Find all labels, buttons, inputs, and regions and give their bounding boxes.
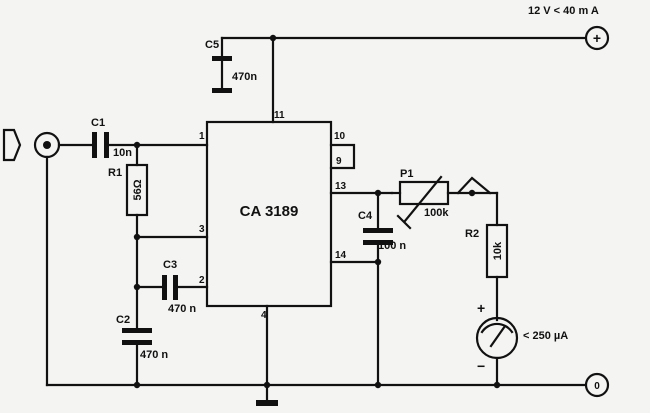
capacitor-c1 <box>92 132 109 158</box>
c2-ground-junction <box>133 381 141 389</box>
pin-10-label: 10 <box>334 131 346 142</box>
c2-value: 470 n <box>140 349 168 361</box>
supply-terminal[interactable]: + <box>584 25 610 51</box>
c4-ref: C4 <box>358 210 373 222</box>
chassis-ground-icon <box>256 400 278 406</box>
ic-body <box>205 120 333 308</box>
pin10-pin9-link <box>329 143 356 170</box>
p1-ref: P1 <box>400 168 413 180</box>
p1-value: 100k <box>424 207 449 219</box>
pin-9-label: 9 <box>336 156 342 167</box>
c2-ref: C2 <box>116 314 130 326</box>
c1-value: 10n <box>113 147 132 159</box>
c3-ref: C3 <box>163 259 177 271</box>
p1-wiper-link <box>456 176 492 195</box>
r2-ref: R2 <box>465 228 479 240</box>
r1-ref: R1 <box>108 167 122 179</box>
c5-value: 470n <box>232 71 257 83</box>
pin4-ground-junction <box>263 381 271 389</box>
input-jack[interactable] <box>33 131 61 159</box>
capacitor-c2 <box>122 328 152 345</box>
pin-2-label: 2 <box>199 275 205 286</box>
capacitor-c3 <box>162 275 178 300</box>
pin-14-label: 14 <box>335 250 347 261</box>
meter-ground-junction <box>493 381 501 389</box>
r2-value: 10k <box>492 241 504 260</box>
ground-terminal-symbol: 0 <box>594 381 600 392</box>
pin-13-label: 13 <box>335 181 347 192</box>
pin-1-label: 1 <box>199 131 205 142</box>
pin-11-label: 11 <box>274 110 285 121</box>
c4-value: 100 n <box>378 240 406 252</box>
capacitor-c4 <box>363 228 393 245</box>
r1-value: 56Ω <box>132 179 144 200</box>
meter-label: < 250 µA <box>523 330 568 342</box>
capacitor-c5 <box>212 36 232 93</box>
supply-label: 12 V < 40 m A <box>528 5 599 17</box>
meter-minus: − <box>477 358 485 374</box>
pin-4-label: 4 <box>261 310 267 321</box>
c3-value: 470 n <box>168 303 196 315</box>
ground-terminal[interactable]: 0 <box>584 372 610 398</box>
c5-ref: C5 <box>205 39 219 51</box>
potentiometer-p1 <box>396 175 450 230</box>
ammeter-icon <box>475 316 519 360</box>
meter-plus: + <box>477 300 485 316</box>
c1-ref: C1 <box>91 117 105 129</box>
ic-name: CA 3189 <box>240 203 299 220</box>
input-arrow-icon <box>2 128 22 162</box>
pin-3-label: 3 <box>199 224 205 235</box>
c4-ground-junction <box>374 381 382 389</box>
supply-terminal-symbol: + <box>593 30 601 46</box>
